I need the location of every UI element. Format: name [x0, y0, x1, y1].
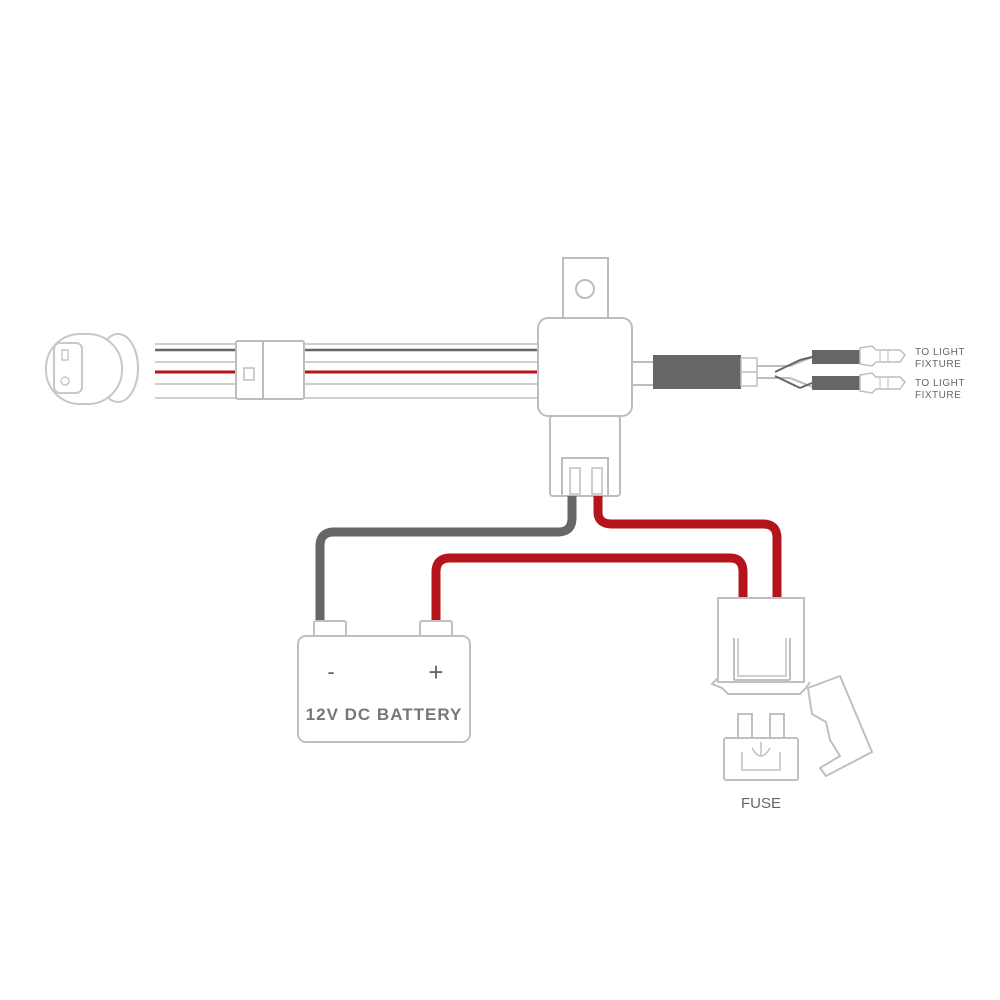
fuse-holder-cap [807, 675, 873, 777]
blade-fuse [723, 713, 799, 781]
battery-name-label: 12V DC BATTERY [306, 705, 463, 724]
fuse-label: FUSE [741, 795, 781, 812]
power-wire-battery-to-fuse [431, 553, 748, 622]
rocker-switch [45, 333, 139, 405]
fixture-wires [632, 350, 860, 390]
power-wire-relay-to-fuse [593, 496, 782, 600]
fuse-holder [710, 597, 811, 695]
battery [297, 620, 471, 743]
fixture-terminal-2 [859, 372, 906, 394]
relay [537, 257, 633, 497]
harness-connector [235, 340, 305, 400]
fixture-1-label-line2: FIXTURE [915, 359, 961, 370]
switch-harness [155, 343, 540, 399]
fixture-2-label-line2: FIXTURE [915, 390, 961, 401]
battery-positive-label: + [428, 657, 443, 687]
fixture-2-label-line1: TO LIGHT [915, 378, 965, 389]
ground-wire [315, 496, 577, 622]
battery-negative-label: - [327, 659, 334, 684]
fixture-1-label-line1: TO LIGHT [915, 347, 965, 358]
fixture-terminal-1 [859, 345, 906, 367]
